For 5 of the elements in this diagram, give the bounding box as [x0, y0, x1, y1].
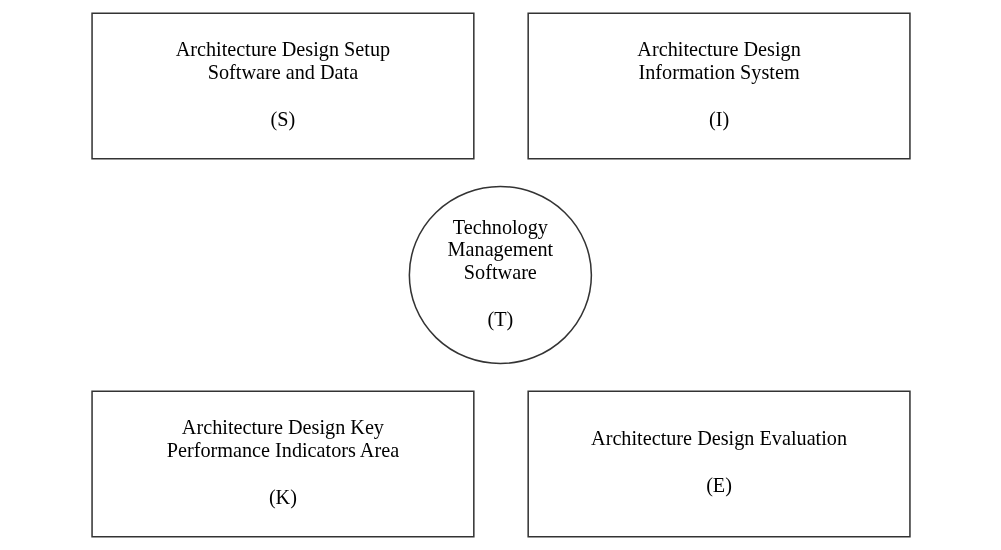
node-box: Architecture Design Information System (I) — [526, 12, 911, 160]
node-box: Architecture Design Evaluation (E) — [526, 390, 911, 538]
node-circle: Technology Management Software (T) — [408, 185, 592, 365]
node-box: Architecture Design Key Performance Indicators Area (K) — [90, 390, 475, 538]
node-box: Architecture Design Setup Software and Data (S) — [90, 12, 475, 160]
